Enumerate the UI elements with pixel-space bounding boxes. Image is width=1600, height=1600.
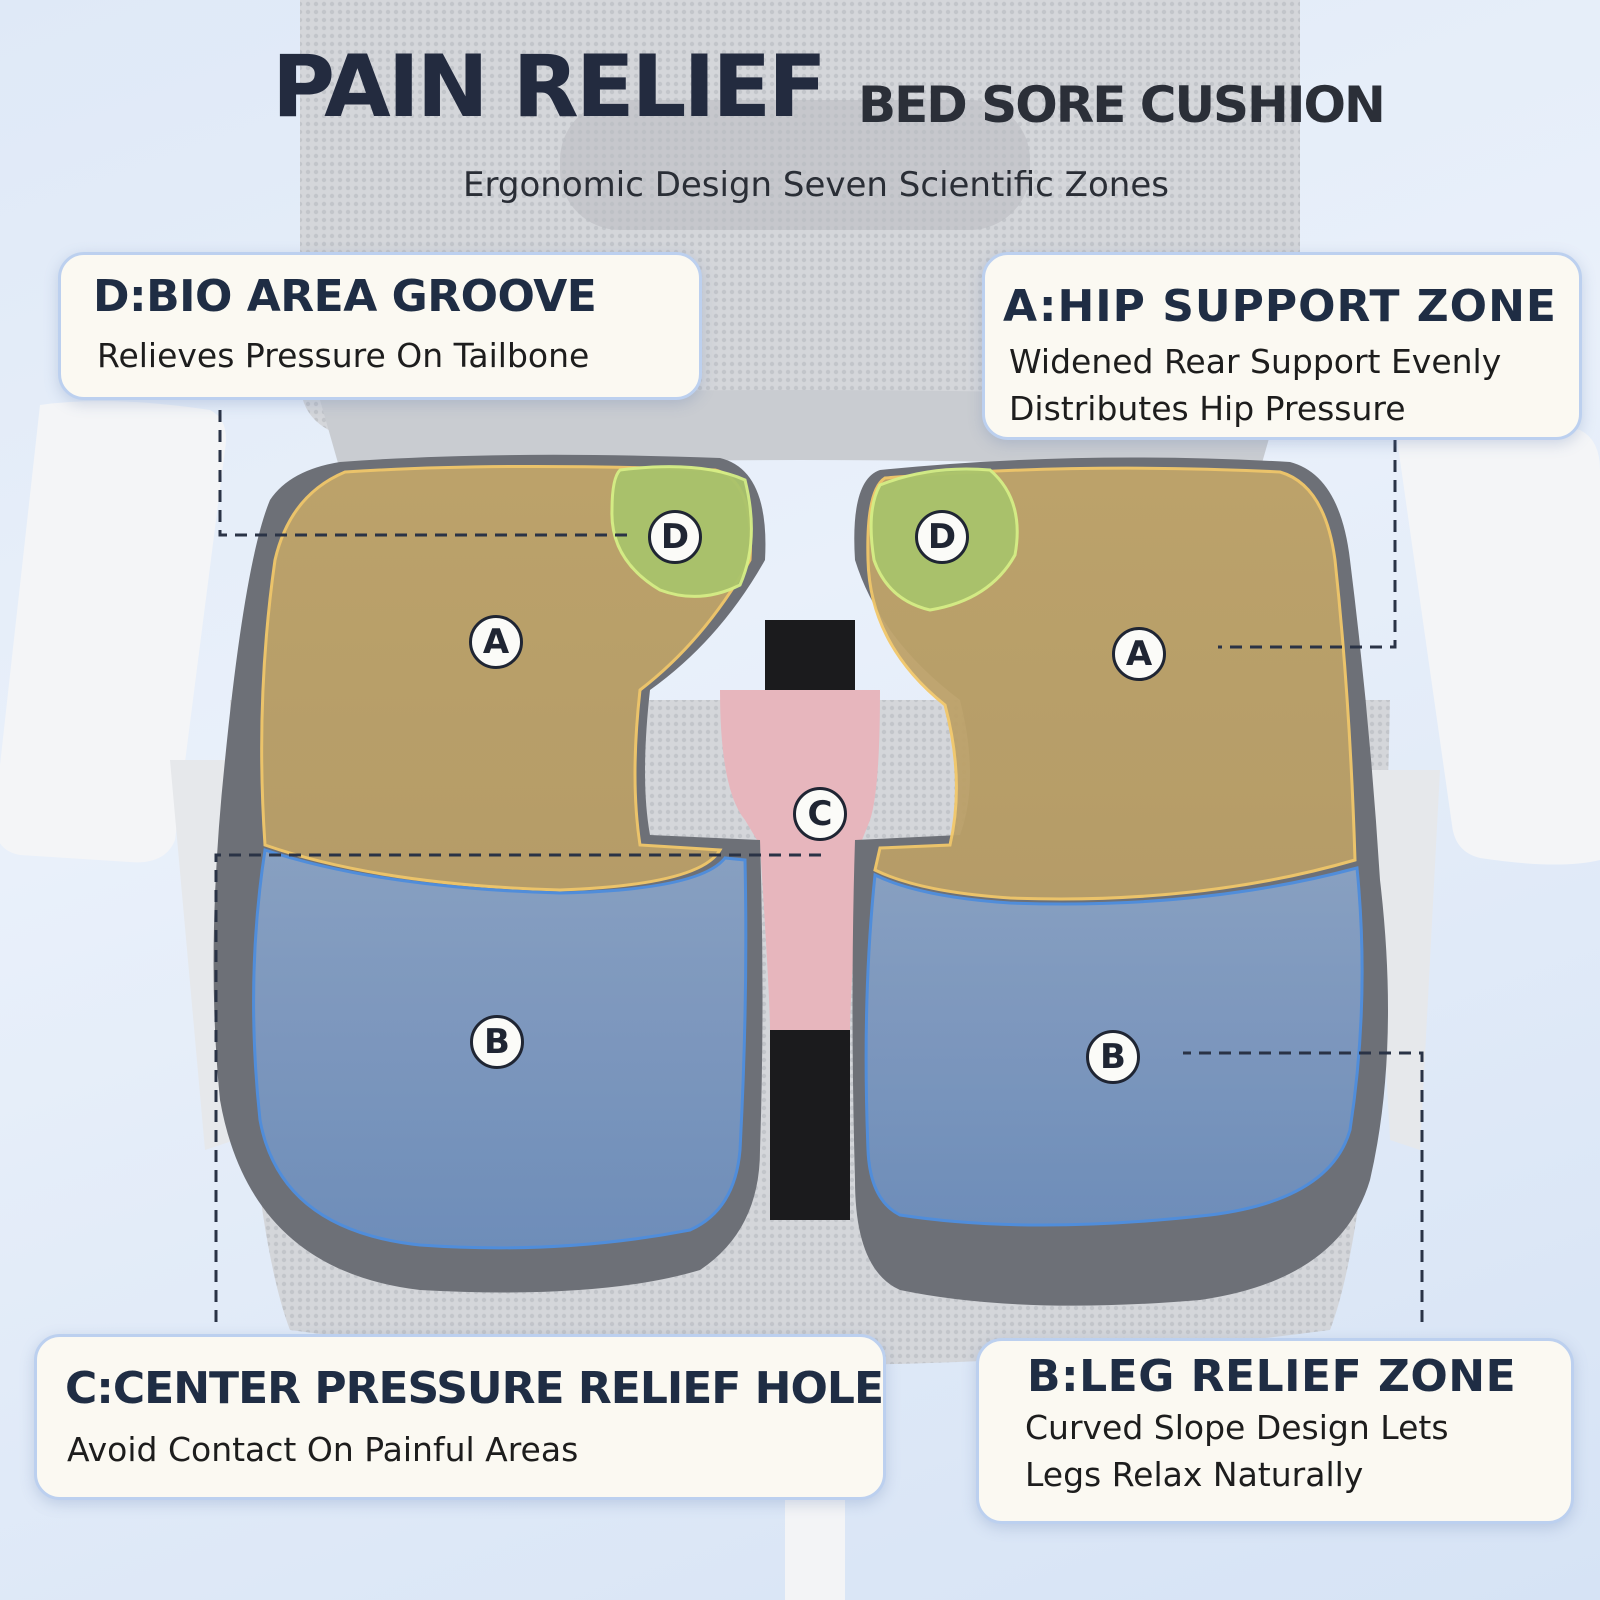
leader-line-d [218,410,632,537]
title-main: PAIN RELIEF [272,37,827,137]
right-armrest [1395,418,1600,865]
cushion-strap-bottom [770,1010,850,1220]
callout-a-title: A:HIP SUPPORT ZONE [1003,281,1557,332]
chair-headrest-shadow [560,100,1030,230]
center-hole-mesh [720,690,880,1030]
zone-marker-c: C [793,787,847,841]
callout-card-a: A:HIP SUPPORT ZONE Widened Rear Support … [982,252,1582,440]
chair-stem [785,1480,845,1600]
callout-card-b: B:LEG RELIEF ZONE Curved Slope Design Le… [976,1338,1574,1524]
zone-marker-d-right: D [915,510,969,564]
leader-lines [214,410,1424,1322]
callout-b-text: Curved Slope Design Lets Legs Relax Natu… [1025,1405,1565,1499]
callout-b-line2: Legs Relax Naturally [1025,1454,1364,1494]
callout-b-title: B:LEG RELIEF ZONE [1027,1351,1517,1402]
zone-marker-a-right: A [1112,627,1166,681]
callout-c-title: C:CENTER PRESSURE RELIEF HOLE [65,1363,884,1414]
left-armrest [0,401,226,863]
cushion-strap-top [765,620,855,690]
leader-line-b [1183,1051,1424,1322]
callout-d-title: D:BIO AREA GROOVE [93,271,597,322]
zone-marker-b-left: B [470,1015,524,1069]
callout-a-text: Widened Rear Support Evenly Distributes … [1009,339,1569,433]
callout-a-line2: Distributes Hip Pressure [1009,388,1406,428]
callout-b-line1: Curved Slope Design Lets [1025,1408,1449,1447]
zone-marker-d-left: D [648,510,702,564]
zone-marker-b-right: B [1086,1030,1140,1084]
subtitle: Ergonomic Design Seven Scientific Zones [463,165,1169,205]
callout-card-c: C:CENTER PRESSURE RELIEF HOLE Avoid Cont… [34,1334,886,1500]
title-sub: BED SORE CUSHION [858,76,1386,134]
leader-line-a [1218,440,1397,649]
zone-marker-a-left: A [469,615,523,669]
leader-line-c [214,853,822,1322]
callout-card-d: D:BIO AREA GROOVE Relieves Pressure On T… [58,252,702,400]
callout-a-line1: Widened Rear Support Evenly [1009,342,1502,381]
callout-c-text: Avoid Contact On Painful Areas [67,1430,579,1469]
callout-d-text: Relieves Pressure On Tailbone [97,336,590,375]
